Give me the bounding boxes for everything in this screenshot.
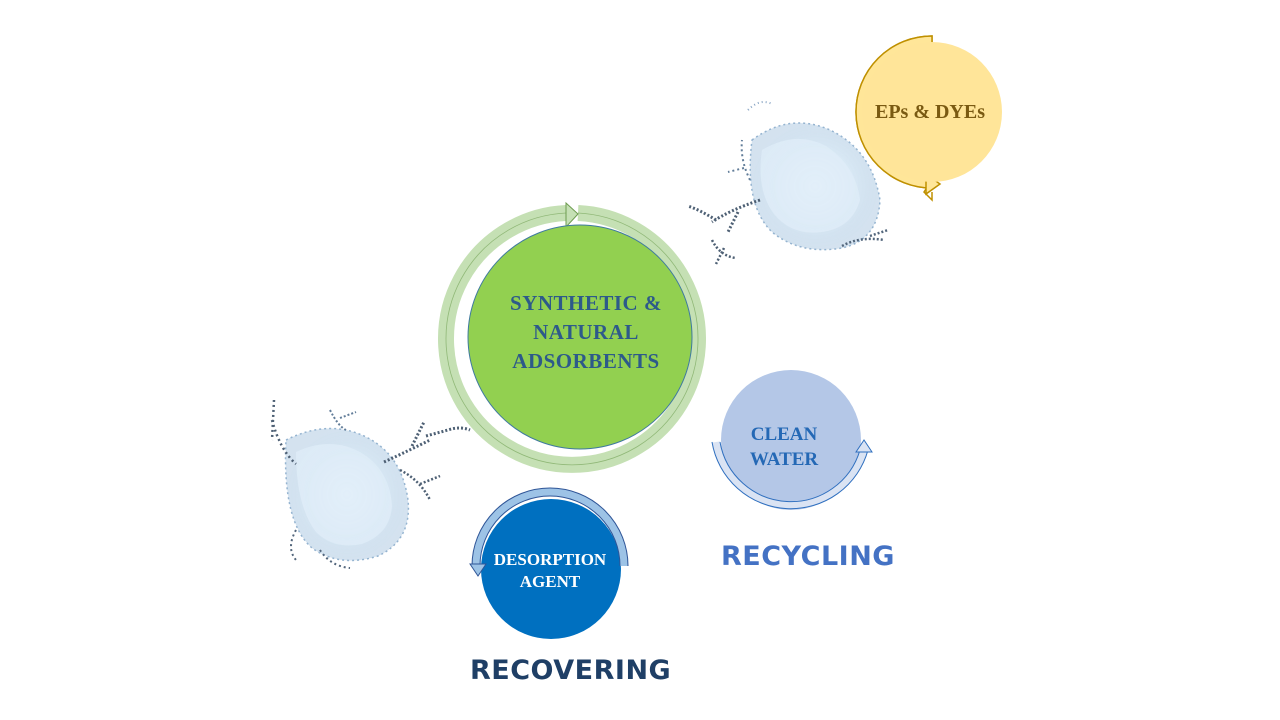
adsorbents-label: SYNTHETIC & NATURAL ADSORBENTS [488, 289, 684, 376]
desorption-label-line: DESORPTION [493, 550, 607, 569]
eps-dyes-label: EPs & DYEs [874, 101, 985, 123]
desorption-label-line: AGENT [519, 572, 581, 591]
eps-dyes-node [855, 35, 1002, 202]
recycling-caption: RECYCLING [721, 541, 895, 572]
adsorbents-node [438, 201, 706, 473]
eps-dyes-circle [862, 42, 1002, 182]
clean-water-label: CLEAN WATER [722, 422, 846, 472]
curved-arrow-icon [565, 201, 579, 229]
water-splash-icon [270, 399, 471, 569]
desorption-circle [481, 499, 621, 639]
clean-water-circle [721, 370, 861, 510]
adsorbents-label-line: ADSORBENTS [512, 349, 660, 373]
adsorbents-circle [467, 224, 693, 450]
clean-water-label-line: WATER [749, 449, 819, 470]
desorption-label: DESORPTION AGENT [484, 549, 616, 593]
desorption-node [469, 487, 629, 639]
water-splash-icon [687, 101, 889, 265]
recovering-caption: RECOVERING [470, 655, 672, 686]
clean-water-node [711, 370, 873, 510]
clean-water-label-line: CLEAN [750, 424, 818, 445]
adsorbents-label-line: SYNTHETIC & [510, 291, 662, 315]
curved-arrow-icon [469, 563, 487, 577]
adsorbents-label-line: NATURAL [533, 320, 639, 344]
curved-arrow-icon [855, 439, 873, 453]
